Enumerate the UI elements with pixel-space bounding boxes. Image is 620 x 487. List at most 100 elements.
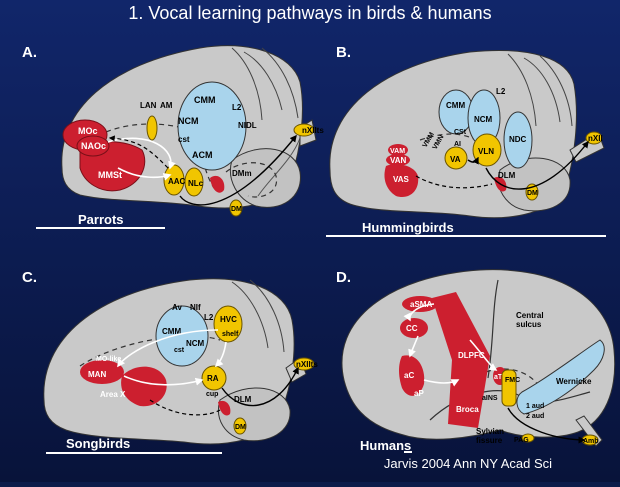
species-humans: Humans: [360, 438, 411, 453]
nlc-region: [184, 167, 204, 197]
label-lan: LAN: [140, 101, 157, 110]
label-ai: AI: [454, 141, 461, 148]
label-hvc: HVC: [220, 315, 237, 324]
label-1-aud: 1 aud: [526, 403, 544, 410]
vam-region: [388, 144, 408, 156]
species-parrots: Parrots: [78, 212, 124, 227]
label-molike: MO-like: [96, 356, 121, 363]
van-region: [386, 154, 410, 166]
label-nxii: nXIIts: [302, 126, 324, 135]
ndc-region: [503, 111, 533, 169]
label-areax: Area X: [100, 390, 126, 399]
panel-c-letter: C.: [22, 269, 37, 286]
label-acm: ACM: [192, 150, 213, 160]
label-nlc: NLc: [188, 179, 204, 188]
species-songbirds: Songbirds: [66, 436, 130, 451]
dm-region-c: [233, 417, 247, 435]
ac-ap-region: [399, 355, 425, 396]
label-mmst: MMSt: [98, 170, 122, 180]
vln-region: [472, 133, 502, 167]
label-ap: aP: [414, 389, 424, 398]
nxii-region: [293, 123, 315, 137]
fmc-region: [501, 369, 517, 407]
label-at: aT: [494, 374, 503, 381]
figure-title: 1. Vocal learning pathways in birds & hu…: [128, 3, 491, 23]
label-broca: Broca: [456, 405, 479, 414]
label-dm: DM: [231, 206, 242, 213]
label-asma: aSMA: [410, 300, 432, 309]
label-nxii-b: nXII: [588, 134, 603, 143]
label-cst-b: CSt: [454, 129, 467, 136]
pag-region: [521, 433, 535, 443]
songbird-pathways: [117, 329, 299, 416]
label-aac: AAC: [168, 177, 186, 186]
label-van: VAN: [390, 156, 407, 165]
label-dlpfc: DLPFC: [458, 351, 485, 360]
label-ac: aC: [404, 371, 414, 380]
naoc-region: [76, 135, 110, 157]
label-fmc: FMC: [505, 377, 520, 384]
vas-region: [384, 164, 419, 198]
label-cmm: CMM: [194, 95, 216, 105]
label-ra: RA: [207, 374, 219, 383]
human-pathways: [403, 303, 586, 444]
label-va: VA: [450, 155, 461, 164]
label-l2-c: L2: [204, 313, 214, 322]
label-wernicke: Wernicke: [556, 377, 592, 386]
label-vln: VLN: [478, 147, 494, 156]
panel-a-letter: A.: [22, 44, 37, 61]
label-nif: NIf: [190, 303, 201, 312]
label-shelf: shelf: [222, 331, 239, 338]
hummingbird-pathways: [415, 140, 589, 190]
asma-region: [402, 296, 438, 312]
nxii-region-b: [585, 131, 603, 145]
citation: Jarvis 2004 Ann NY Acad Sci: [384, 456, 552, 471]
label-vam: VAM: [390, 148, 405, 155]
hvc-region: [213, 305, 243, 343]
label-dmm: DMm: [232, 169, 252, 178]
man-region: [80, 360, 124, 384]
wernicke-region: [516, 339, 605, 415]
label-cmm-b: CMM: [446, 101, 465, 110]
label-ains: aINS: [482, 395, 498, 402]
label-nxii-c: nXIIts: [296, 360, 318, 369]
label-amb: Amb: [583, 438, 599, 445]
panel-b-letter: B.: [336, 44, 351, 61]
nxii-region-c: [293, 357, 315, 371]
label-dm-c: DM: [235, 424, 246, 431]
label-2-aud: 2 aud: [526, 413, 544, 420]
label-cup: cup: [206, 391, 218, 398]
label-naoc: NAOc: [81, 141, 106, 151]
parrot-pathways: [107, 134, 297, 206]
label-cst: cst: [178, 135, 190, 144]
va-region: [444, 146, 468, 170]
label-vas: VAS: [393, 175, 410, 184]
panel-b: B. VAM VAN VAS VMM VMN CMM L2 NCM CSt AI…: [326, 44, 606, 237]
label-man: MAN: [88, 370, 106, 379]
panel-c: C. CMM cst NCM Av NIf L2 HVC shelf MO-li…: [22, 269, 318, 454]
dlm-region-c: [218, 400, 231, 416]
label-cc: CC: [406, 324, 418, 333]
label-l2: L2: [232, 103, 242, 112]
label-ncm-c: NCM: [186, 339, 205, 348]
label-av: Av: [172, 303, 182, 312]
panel-d-letter: D.: [336, 269, 351, 286]
label-dlm-c: DLM: [234, 395, 252, 404]
label-dlm-b: DLM: [498, 171, 516, 180]
lan-region: [146, 115, 158, 141]
label-pag: PAG: [514, 437, 529, 444]
species-hummingbirds: Hummingbirds: [362, 220, 454, 235]
label-moc: MOc: [78, 126, 98, 136]
label-cmm-c: CMM: [162, 327, 181, 336]
label-cst-c: cst: [174, 347, 185, 354]
auditory-region-c: [155, 305, 209, 367]
panel-a: A. MOc NAOc MMSt LAN AM CMM L2 NCM cst A…: [22, 44, 324, 229]
dm-region: [229, 199, 243, 217]
label-dm-b: DM: [527, 190, 538, 197]
label-ncm-b: NCM: [474, 115, 493, 124]
